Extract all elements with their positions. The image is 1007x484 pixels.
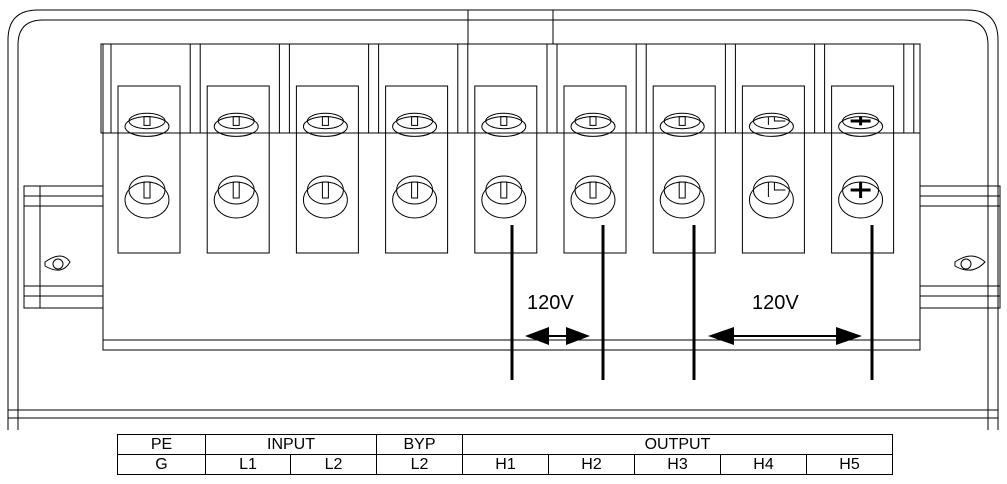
terminal-label-l1: L1 bbox=[205, 454, 291, 475]
voltage-arrow-left bbox=[525, 327, 590, 345]
group-byp: BYP bbox=[376, 434, 463, 455]
voltage-label-right: 120V bbox=[752, 292, 799, 314]
screw-slot-icon bbox=[302, 175, 348, 219]
screw-slot-icon bbox=[481, 175, 527, 219]
screw-slot-icon bbox=[302, 112, 348, 137]
terminal-label-h3: H3 bbox=[634, 454, 721, 475]
terminal-h2 bbox=[546, 43, 627, 254]
terminal-label-h5: H5 bbox=[806, 454, 893, 475]
terminal-label-l2-bypass: L2 bbox=[376, 454, 463, 475]
screw-slot-bent-icon bbox=[748, 175, 794, 219]
terminal-l2-bypass bbox=[368, 43, 449, 254]
group-header-row: PE INPUT BYP OUTPUT bbox=[117, 434, 893, 455]
terminal-h1 bbox=[457, 43, 538, 254]
screw-slot-icon bbox=[213, 175, 259, 219]
screw-phillips-icon bbox=[838, 112, 884, 137]
screw-slot-icon bbox=[124, 175, 170, 219]
screw-slot-icon bbox=[481, 112, 527, 137]
terminal-label-table: PE INPUT BYP OUTPUT G L1 L2 L2 H1 H2 H3 … bbox=[117, 434, 893, 475]
screw-slot-icon bbox=[124, 112, 170, 137]
terminal-h4 bbox=[724, 43, 805, 254]
terminal-label-h1: H1 bbox=[462, 454, 549, 475]
voltage-arrow-right bbox=[708, 327, 862, 345]
terminal-label-g: G bbox=[117, 454, 206, 475]
group-pe: PE bbox=[117, 434, 206, 455]
terminal-barrier bbox=[903, 43, 915, 134]
terminal-l1 bbox=[189, 43, 270, 254]
terminal-row bbox=[100, 43, 915, 254]
enclosure bbox=[7, 9, 999, 430]
screw-slot-icon bbox=[659, 112, 705, 137]
terminal-label-h4: H4 bbox=[720, 454, 807, 475]
screw-phillips-icon bbox=[838, 175, 884, 219]
screw-slot-icon bbox=[392, 112, 438, 137]
terminal-label-row: G L1 L2 L2 H1 H2 H3 H4 H5 bbox=[117, 454, 893, 475]
screw-slot-icon bbox=[659, 175, 705, 219]
output-wires bbox=[510, 225, 874, 380]
screw-slot-icon bbox=[570, 112, 616, 137]
terminal-label-l2-input: L2 bbox=[290, 454, 377, 475]
terminal-h3 bbox=[635, 43, 716, 254]
screw-slot-bent-icon bbox=[748, 112, 794, 137]
terminal-l2-input bbox=[278, 43, 359, 254]
din-rail-left bbox=[23, 185, 104, 309]
voltage-label-left: 120V bbox=[527, 292, 574, 314]
screw-slot-icon bbox=[570, 175, 616, 219]
terminal-g bbox=[100, 43, 181, 254]
group-input: INPUT bbox=[205, 434, 377, 455]
screw-slot-icon bbox=[213, 112, 259, 137]
screw-slot-icon bbox=[392, 175, 438, 219]
terminal-label-h2: H2 bbox=[548, 454, 635, 475]
terminal-h5 bbox=[814, 43, 895, 254]
group-output: OUTPUT bbox=[462, 434, 893, 455]
